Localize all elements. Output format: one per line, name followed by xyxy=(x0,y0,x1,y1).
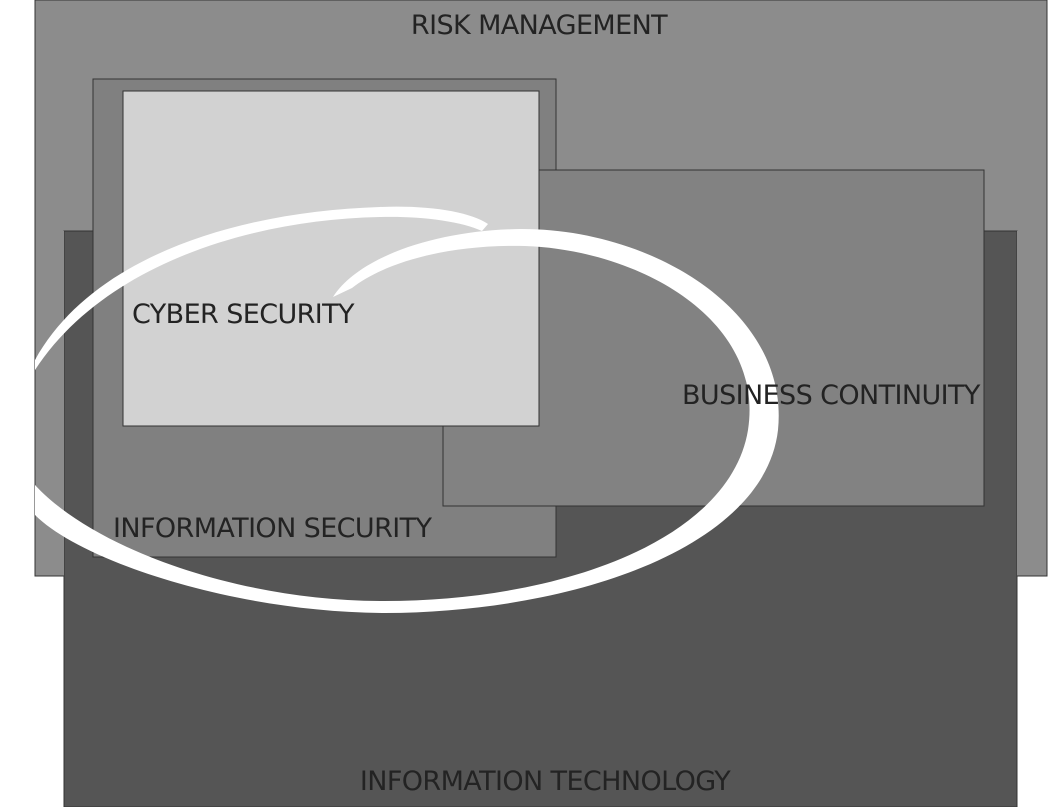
information-security-label: INFORMATION SECURITY xyxy=(113,513,432,544)
business-continuity-label: BUSINESS CONTINUITY xyxy=(682,380,981,411)
risk-management-overlap-edge xyxy=(1017,231,1047,576)
cyber-security-box xyxy=(122,90,540,427)
cyber-security-label: CYBER SECURITY xyxy=(132,299,355,330)
information-technology-label: INFORMATION TECHNOLOGY xyxy=(360,766,731,797)
risk-management-label: RISK MANAGEMENT xyxy=(411,10,668,41)
